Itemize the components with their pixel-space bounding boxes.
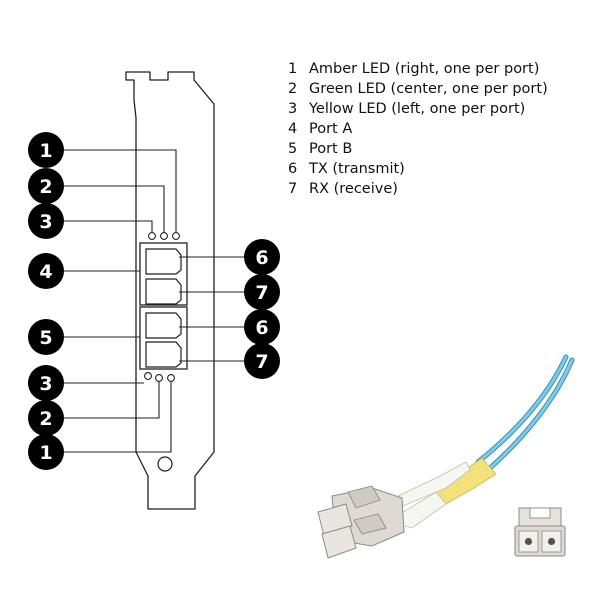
legend-label: Port A [309, 121, 353, 137]
legend-item: 7 RX (receive) [288, 179, 548, 199]
legend-item: 5 Port B [288, 139, 548, 159]
svg-text:5: 5 [39, 327, 52, 349]
port-b-housing [139, 306, 188, 370]
port-b-rx-socket [145, 341, 182, 368]
callout-6-port-a: 6 [244, 239, 280, 275]
svg-text:7: 7 [255, 282, 268, 304]
port-a-tx-socket [145, 248, 182, 275]
legend-number: 2 [288, 81, 298, 97]
callout-1-top: 1 [28, 132, 64, 168]
svg-text:7: 7 [255, 351, 268, 373]
callout-6-port-b: 6 [244, 309, 280, 345]
callout-4: 4 [28, 253, 64, 289]
legend-label: TX (transmit) [309, 161, 405, 177]
legend-item: 2 Green LED (center, one per port) [288, 79, 548, 99]
callout-2-bottom: 2 [28, 400, 64, 436]
port-b-yellow-led [144, 372, 152, 380]
svg-text:1: 1 [39, 140, 52, 162]
legend-item: 6 TX (transmit) [288, 159, 548, 179]
legend-label: Port B [309, 141, 353, 157]
legend-item: 1 Amber LED (right, one per port) [288, 59, 548, 79]
legend-number: 6 [288, 161, 298, 177]
fiber-cable [475, 354, 575, 471]
svg-text:1: 1 [39, 442, 52, 464]
port-a-yellow-led [148, 232, 156, 240]
legend-number: 1 [288, 61, 298, 77]
port-a-housing [139, 242, 188, 306]
svg-text:3: 3 [39, 211, 52, 233]
svg-text:2: 2 [39, 408, 52, 430]
svg-text:3: 3 [39, 373, 52, 395]
port-a-green-led [160, 232, 168, 240]
legend-item: 4 Port A [288, 119, 548, 139]
port-b-green-led [155, 374, 163, 382]
fiber-strain-relief-boots [393, 457, 497, 529]
bracket-screw-hole [157, 456, 173, 472]
lc-connector-end-view [514, 507, 566, 557]
callout-legend: 1 Amber LED (right, one per port) 2 Green … [288, 59, 548, 199]
svg-text:6: 6 [255, 247, 268, 269]
callout-1-bottom: 1 [28, 434, 64, 470]
callout-3-bottom: 3 [28, 365, 64, 401]
svg-text:2: 2 [39, 176, 52, 198]
pci-bracket [125, 71, 215, 510]
legend-number: 7 [288, 181, 298, 197]
svg-text:4: 4 [39, 261, 52, 283]
callout-5: 5 [28, 319, 64, 355]
callout-7-port-a: 7 [244, 274, 280, 310]
legend-label: RX (receive) [309, 181, 398, 197]
callout-7-port-b: 7 [244, 343, 280, 379]
port-a-rx-socket [145, 278, 182, 305]
legend-label: Yellow LED (left, one per port) [309, 101, 526, 117]
leader-lines [64, 149, 244, 453]
legend-number: 5 [288, 141, 298, 157]
port-b-amber-led [167, 374, 175, 382]
port-b-tx-socket [145, 312, 182, 339]
lc-duplex-connector [317, 485, 405, 559]
callout-2-top: 2 [28, 168, 64, 204]
legend-item: 3 Yellow LED (left, one per port) [288, 99, 548, 119]
legend-number: 4 [288, 121, 298, 137]
legend-number: 3 [288, 101, 298, 117]
legend-label: Amber LED (right, one per port) [309, 61, 540, 77]
svg-text:6: 6 [255, 317, 268, 339]
callout-3-top: 3 [28, 203, 64, 239]
port-a-amber-led [172, 232, 180, 240]
legend-label: Green LED (center, one per port) [309, 81, 548, 97]
